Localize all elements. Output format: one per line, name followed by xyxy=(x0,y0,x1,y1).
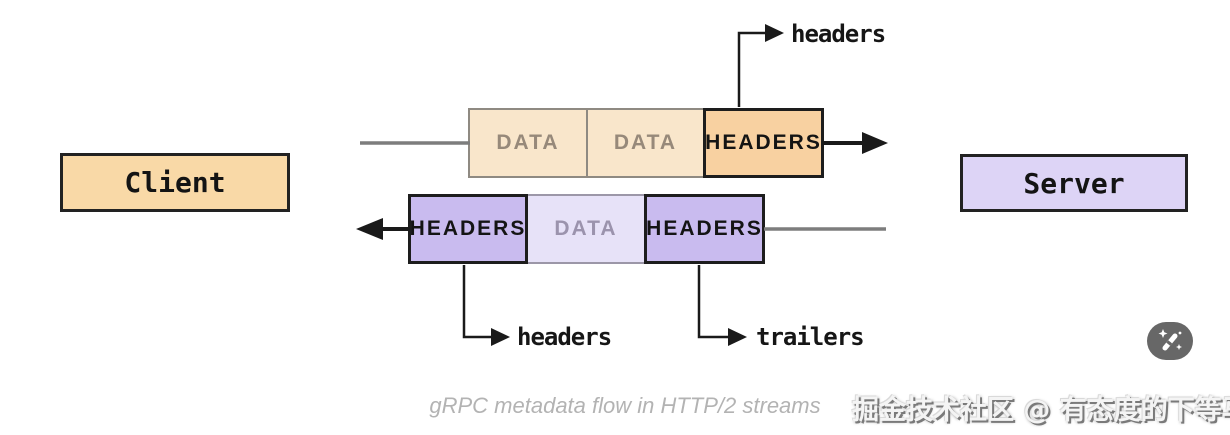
request-frame-headers: HEADERS xyxy=(703,108,824,178)
frame-label: DATA xyxy=(613,131,678,154)
frame-label: HEADERS xyxy=(646,217,763,240)
server-label: Server xyxy=(1023,166,1125,200)
request-arrow-icon xyxy=(862,132,888,154)
diagram-caption: gRPC metadata flow in HTTP/2 streams xyxy=(429,393,821,418)
response-headers-annotation: headers xyxy=(517,323,612,351)
frame-label: DATA xyxy=(554,217,618,240)
magic-wand-icon xyxy=(1158,329,1182,351)
response-trailers-annotation: trailers xyxy=(756,323,865,351)
frame-label: HEADERS xyxy=(705,131,822,154)
response-trailers-callout-arrow-icon xyxy=(728,328,747,346)
frame-label: DATA xyxy=(496,131,560,154)
response-headers-callout-arrow-icon xyxy=(491,328,510,346)
client-node: Client xyxy=(60,153,290,212)
request-frame-data-1: DATA xyxy=(468,108,588,178)
response-frame-headers-initial: HEADERS xyxy=(408,194,528,264)
frame-label: HEADERS xyxy=(409,217,527,240)
client-label: Client xyxy=(124,166,226,199)
request-headers-annotation: headers xyxy=(791,20,886,48)
response-trailers-callout-line xyxy=(697,265,731,339)
response-headers-callout-line xyxy=(462,265,494,339)
request-headers-callout-arrow-icon xyxy=(765,24,784,42)
response-frame-data: DATA xyxy=(526,194,646,264)
request-frame-data-2: DATA xyxy=(586,108,705,178)
magic-wand-button[interactable] xyxy=(1147,322,1193,360)
server-node: Server xyxy=(960,154,1188,212)
response-arrow-icon xyxy=(356,218,383,240)
watermark-text: 掘金技术社区 @ 有态度的下等马 xyxy=(852,395,1230,426)
request-headers-callout-line xyxy=(737,31,768,107)
response-frame-headers-trailing: HEADERS xyxy=(644,194,765,264)
